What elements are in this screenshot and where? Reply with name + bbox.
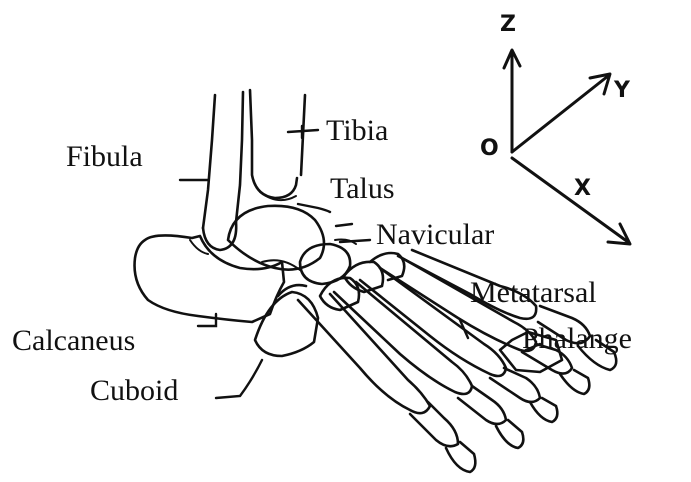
y-axis-arrow (512, 74, 610, 152)
cuboid-bone (255, 285, 318, 356)
fibula-bone (203, 92, 243, 250)
z-axis-label: Z (500, 14, 516, 36)
cuboid-label: Cuboid (90, 376, 178, 406)
navicular-label: Navicular (376, 220, 494, 250)
tibia-leader (288, 126, 318, 138)
tibia-bone (250, 90, 305, 200)
origin-label: O (480, 138, 499, 160)
z-axis-arrow (504, 50, 520, 152)
talus-label: Talus (330, 174, 395, 204)
talus-bone (228, 206, 324, 270)
coordinate-axes (504, 50, 630, 244)
fibula-label: Fibula (66, 142, 143, 172)
calcaneus-label: Calcaneus (12, 326, 135, 356)
x-axis-arrow (512, 158, 630, 244)
metatarsal-bones (298, 250, 536, 413)
cuboid-leader (216, 360, 262, 398)
tibia-label: Tibia (326, 116, 388, 146)
x-axis-label: X (574, 178, 591, 200)
calcaneus-bone (135, 235, 284, 322)
metatarsal-label: Metatarsal (470, 278, 597, 308)
y-axis-label: Y (614, 80, 630, 102)
phalange-label: Phalange (522, 324, 632, 354)
label-leader-lines (180, 126, 540, 398)
